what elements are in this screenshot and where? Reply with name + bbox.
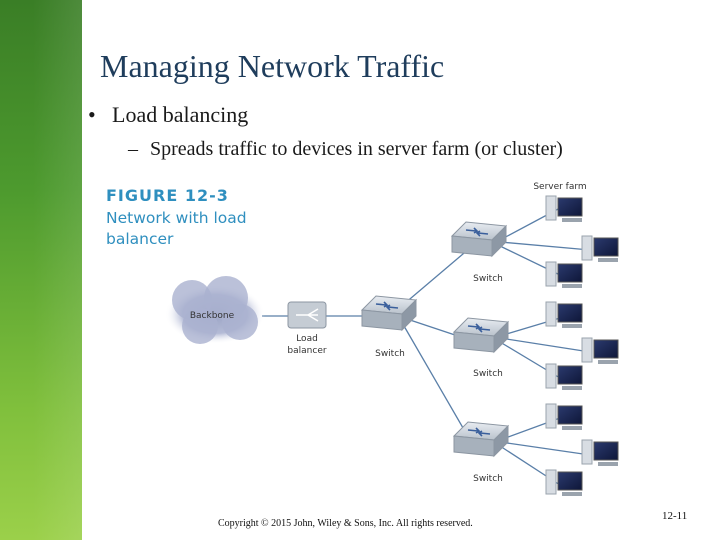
figure-caption-line: balancer	[106, 230, 174, 248]
side-accent-bar	[0, 0, 82, 540]
switch-icon	[452, 421, 510, 458]
slide-title: Managing Network Traffic	[100, 48, 445, 84]
switch-icon	[450, 221, 508, 258]
dash-icon: –	[128, 138, 138, 160]
computer-icon	[545, 363, 583, 390]
copyright-footer: Copyright © 2015 John, Wiley & Sons, Inc…	[218, 518, 473, 529]
computer-icon	[581, 439, 619, 466]
computer-icon	[581, 337, 619, 364]
computer-icon	[581, 235, 619, 262]
backbone-cloud: Backbone	[165, 276, 265, 344]
switch-label: Switch	[473, 369, 503, 379]
switch-icon	[452, 317, 510, 354]
figure-caption-line: Network with load	[106, 209, 247, 227]
figure-number: FIGURE 12-3	[106, 186, 229, 205]
switch-icon	[360, 295, 418, 332]
bullet-text: Load balancing	[112, 102, 249, 127]
page-number: 12-11	[662, 510, 688, 522]
backbone-label: Backbone	[190, 311, 235, 321]
bullet-item: • Load balancing	[88, 102, 248, 128]
computer-icon	[545, 301, 583, 328]
bullet-dot-icon: •	[88, 102, 96, 127]
figure-caption: FIGURE 12-3 Network with load balancer	[106, 186, 247, 250]
load-balancer-icon	[287, 301, 327, 329]
switch-label: Switch	[473, 474, 503, 484]
load-balancer-label: balancer	[287, 346, 326, 356]
computer-icon	[545, 469, 583, 496]
sub-bullet-item: –Spreads traffic to devices in server fa…	[128, 138, 563, 161]
figure-description: Network with load balancer	[106, 208, 247, 250]
switch-label: Switch	[473, 274, 503, 284]
computer-icon	[545, 195, 583, 222]
computer-icon	[545, 261, 583, 288]
sub-bullet-text: Spreads traffic to devices in server far…	[150, 138, 563, 160]
computer-icon	[545, 403, 583, 430]
load-balancer-label: Load	[296, 334, 318, 344]
server-farm-label: Server farm	[533, 182, 586, 192]
switch-label: Switch	[375, 349, 405, 359]
